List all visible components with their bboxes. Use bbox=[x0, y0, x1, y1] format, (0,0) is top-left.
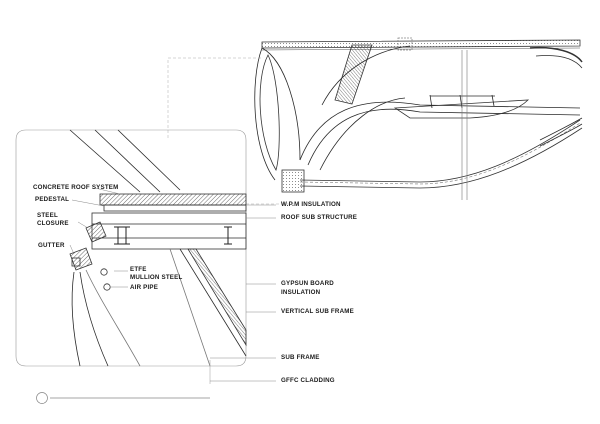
label-insulation: INSULATION bbox=[281, 289, 321, 296]
label-leaders bbox=[69, 187, 276, 382]
label-steel-closure-1: STEEL bbox=[37, 212, 58, 219]
label-air-pipe: AIR PIPE bbox=[130, 284, 159, 291]
label-wpm-insulation: W.P.M INSULATION bbox=[281, 201, 341, 208]
label-concrete-roof-system: CONCRETE ROOF SYSTEM bbox=[33, 184, 119, 191]
label-roof-sub-structure: ROOF SUB STRUCTURE bbox=[281, 214, 358, 221]
scale-marker bbox=[36, 392, 210, 404]
label-mullion-steel: MULLION STEEL bbox=[130, 274, 183, 281]
label-vertical-sub-frame: VERTICAL SUB FRAME bbox=[281, 308, 354, 315]
building-section bbox=[254, 37, 583, 200]
label-gypsun-board: GYPSUN BOARD bbox=[281, 280, 334, 287]
label-sub-frame: SUB FRAME bbox=[281, 354, 320, 361]
detail-frame bbox=[15, 129, 247, 367]
label-gffc-cladding: GFFC CLADDING bbox=[281, 377, 335, 384]
label-gutter: GUTTER bbox=[38, 242, 65, 249]
label-pedestal: PEDESTAL bbox=[35, 196, 70, 203]
label-etfe: ETFE bbox=[130, 266, 147, 273]
label-steel-closure-2: CLOSURE bbox=[37, 220, 69, 227]
detail-content bbox=[69, 129, 247, 384]
